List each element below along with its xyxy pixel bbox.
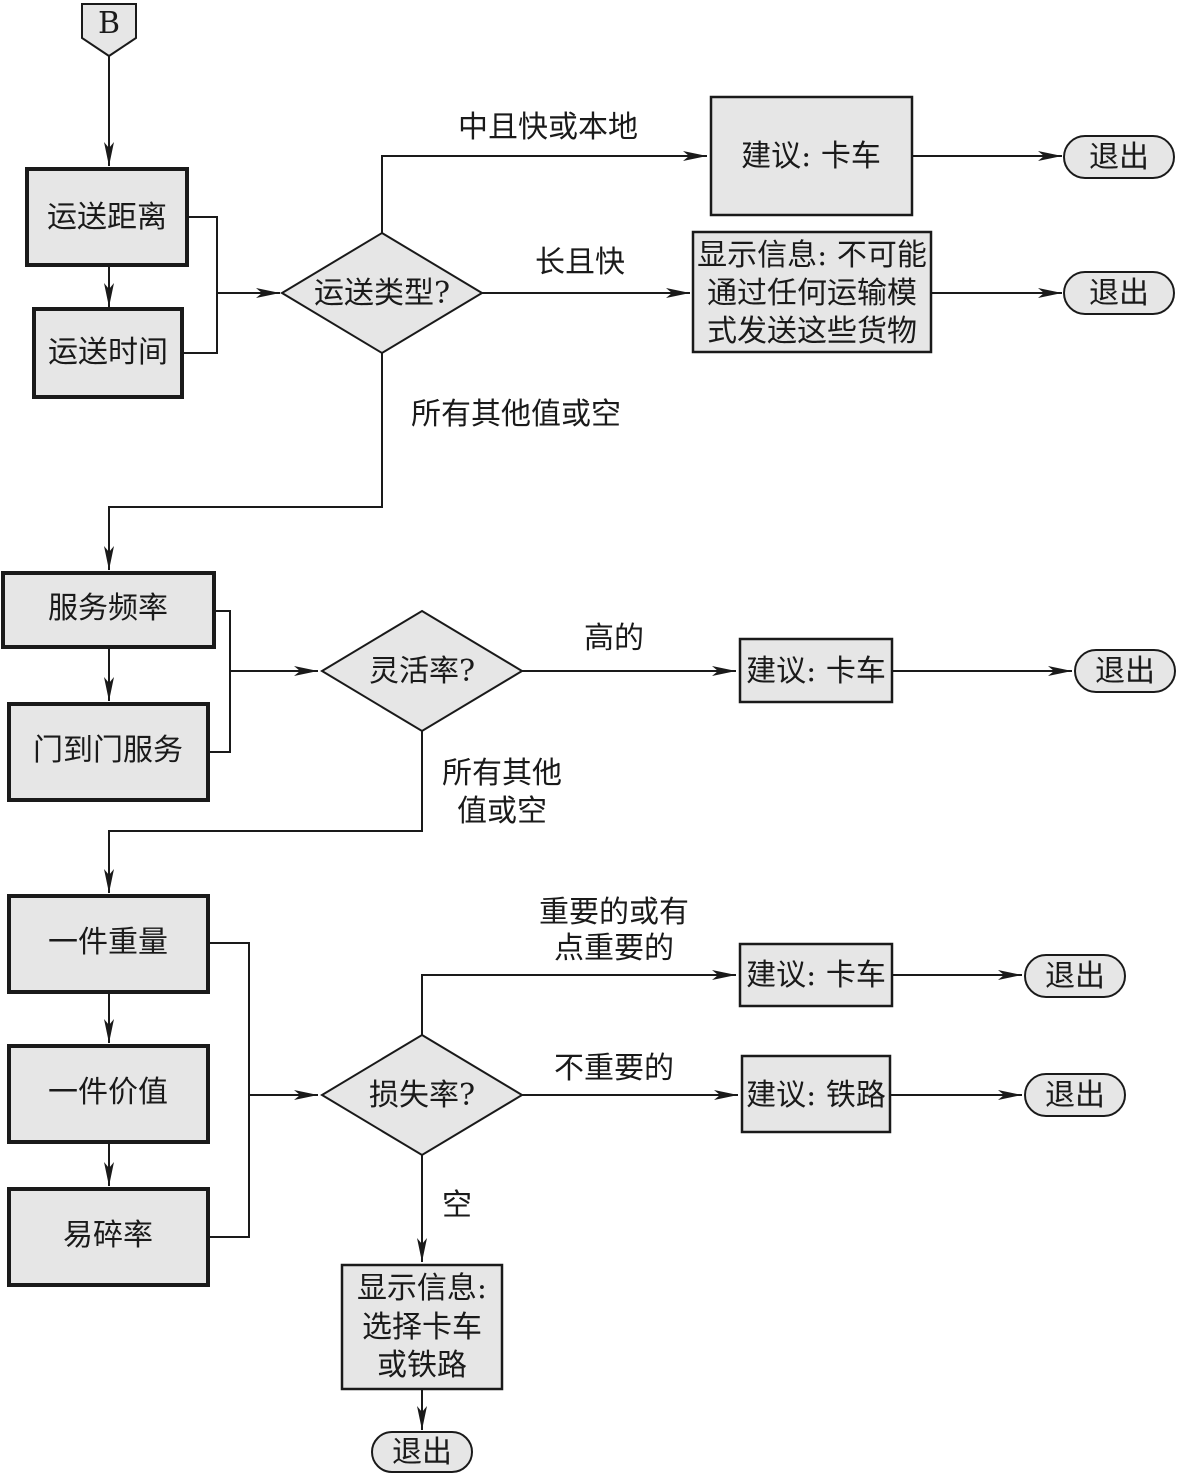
arrow-to-truck-1 [381,151,707,233]
outcome-choose-line-2: 选择卡车 [362,1310,482,1345]
decision-delivery-type: 运送类型? [280,231,484,355]
outcome-suggest-rail: 建议: 铁路 [740,1054,892,1134]
edge-label-all-other-2-line-2: 值或空 [457,794,547,829]
decision-loss-rate: 损失率? [320,1033,524,1157]
input-fragility-label: 易碎率 [63,1218,153,1253]
edge-label-not-important: 不重要的 [554,1051,674,1086]
outcome-suggest-rail-label: 建议: 铁路 [746,1078,886,1113]
outcome-choose-line-3: 或铁路 [377,1348,467,1383]
start-connector: B [81,3,137,58]
bracket-section-2 [208,610,231,753]
decision-flexibility-label: 灵活率? [369,654,475,689]
input-unit-weight: 一件重量 [7,894,210,994]
exit-3-label: 退出 [1095,654,1155,689]
edge-label-important-line-2: 点重要的 [554,931,674,966]
bracket-section-3 [208,942,250,1238]
input-fragility: 易碎率 [7,1187,210,1287]
outcome-suggest-truck-2: 建议: 卡车 [738,637,894,704]
outcome-suggest-truck-1-label: 建议: 卡车 [741,139,881,174]
outcome-suggest-truck-2-label: 建议: 卡车 [746,654,886,689]
outcome-suggest-truck-3-label: 建议: 卡车 [746,958,886,993]
outcome-choose-message: 显示信息: 选择卡车 或铁路 [340,1263,504,1391]
input-frequency-label: 服务频率 [48,591,168,626]
outcome-suggest-truck-3: 建议: 卡车 [738,942,894,1008]
arrow-to-truck-3 [421,970,736,1035]
edge-label-all-other-or-empty-1: 所有其他值或空 [411,397,621,432]
input-frequency: 服务频率 [1,571,216,649]
decision-delivery-type-label: 运送类型? [314,276,450,311]
exit-5: 退出 [1024,1073,1126,1117]
edge-label-all-other-2-line-1: 所有其他 [442,756,562,791]
outcome-choose-line-1: 显示信息: [357,1271,487,1306]
exit-4-label: 退出 [1045,959,1105,994]
input-time-label: 运送时间 [48,335,168,370]
input-distance: 运送距离 [25,167,189,267]
start-label: B [98,6,120,41]
exit-5-label: 退出 [1045,1078,1105,1113]
edge-label-high: 高的 [584,621,644,656]
outcome-suggest-truck-1: 建议: 卡车 [709,95,914,217]
edge-label-important-line-1: 重要的或有 [539,895,689,930]
edge-label-medium-fast-or-local: 中且快或本地 [458,110,638,145]
decision-loss-rate-label: 损失率? [369,1078,475,1113]
outcome-impossible-line-3: 式发送这些货物 [707,314,917,349]
outcome-impossible-message: 显示信息: 不可能 通过任何运输模 式发送这些货物 [691,230,933,354]
decision-flexibility: 灵活率? [320,609,524,733]
exit-4: 退出 [1024,954,1126,998]
edge-label-empty: 空 [442,1188,472,1223]
exit-1-label: 退出 [1089,140,1149,175]
arrow-to-section-3 [104,731,423,893]
input-door-to-door-label: 门到门服务 [33,733,183,768]
outcome-impossible-line-1: 显示信息: 不可能 [697,238,927,273]
input-time: 运送时间 [32,307,184,399]
exit-6-label: 退出 [392,1435,452,1470]
exit-3: 退出 [1074,649,1176,693]
arrow-to-section-2 [104,353,383,570]
input-unit-weight-label: 一件重量 [48,925,168,960]
exit-6: 退出 [371,1431,473,1473]
bracket-section-1 [182,216,218,354]
outcome-impossible-line-2: 通过任何运输模 [707,276,917,311]
exit-2-label: 退出 [1089,276,1149,311]
exit-1: 退出 [1063,135,1175,179]
input-distance-label: 运送距离 [47,200,167,235]
exit-2: 退出 [1063,271,1175,315]
input-unit-value-label: 一件价值 [48,1075,168,1110]
edge-label-long-fast: 长且快 [535,245,625,280]
input-unit-value: 一件价值 [7,1044,210,1144]
input-door-to-door: 门到门服务 [7,702,210,802]
